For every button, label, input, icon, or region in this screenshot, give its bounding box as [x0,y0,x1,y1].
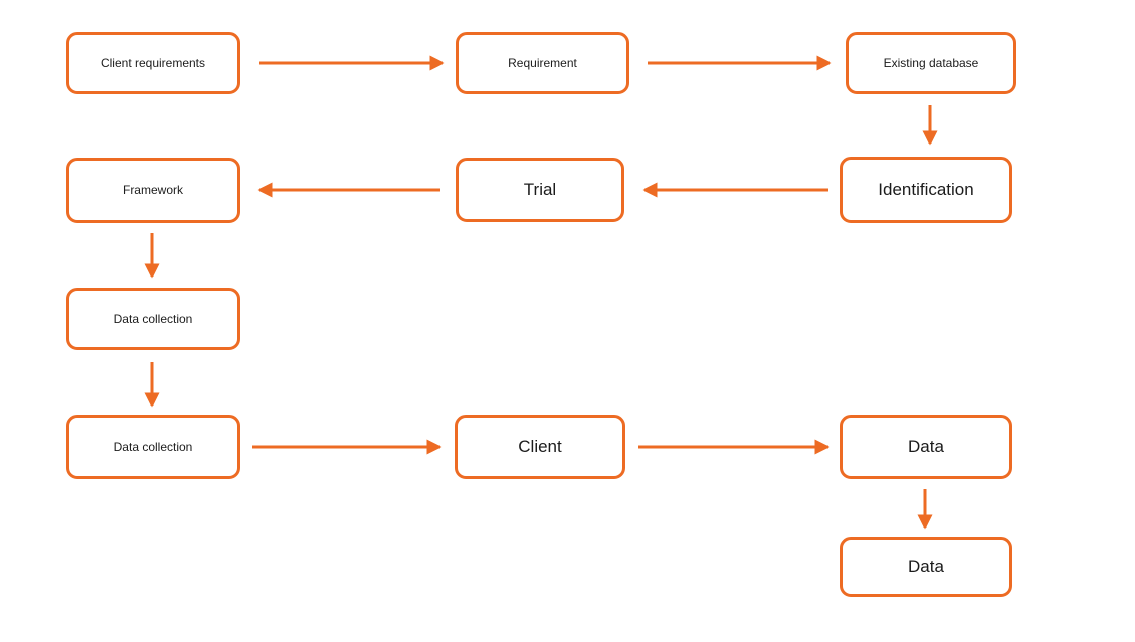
node-framework: Framework [66,158,240,223]
node-label: Framework [122,183,183,198]
node-client: Client [455,415,625,479]
node-requirement: Requirement [456,32,629,94]
node-data-collection-2: Data collection [66,415,240,479]
node-label: Data [908,436,944,456]
node-data-2: Data [840,537,1012,597]
node-data-collection-1: Data collection [66,288,240,350]
node-label: Data collection [113,311,193,326]
node-label: Trial [523,179,557,199]
node-label: Client requirements [100,55,206,70]
node-existing-database: Existing database [846,32,1016,94]
node-data-1: Data [840,415,1012,479]
node-label: Client [518,436,562,456]
node-client-requirements: Client requirements [66,32,240,94]
node-identification: Identification [840,157,1012,223]
node-label: Identification [878,179,974,199]
node-label: Existing database [883,55,979,70]
node-trial: Trial [456,158,624,222]
node-label: Data collection [113,439,193,454]
node-label: Requirement [508,55,577,70]
node-label: Data [908,556,944,576]
